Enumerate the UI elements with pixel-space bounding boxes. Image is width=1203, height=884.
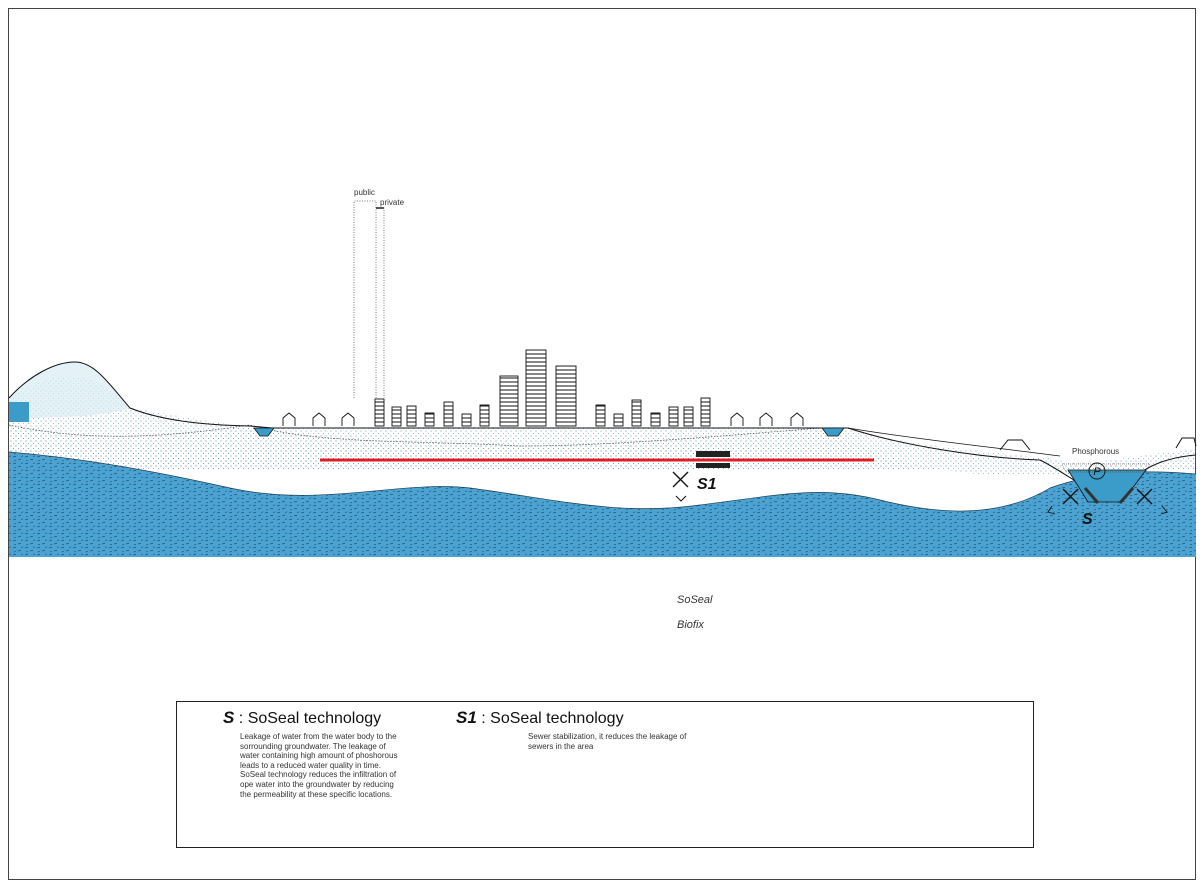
- legend-item-s1-description: Sewer stabilization, it reduces the leak…: [528, 732, 687, 751]
- sewer-pipe-segment: [696, 451, 730, 468]
- legend-box: S : SoSeal technology Leakage of water f…: [176, 701, 1034, 848]
- phosphorous-icon: [1088, 462, 1106, 480]
- houses-left: [282, 412, 355, 426]
- marker-s: S: [1082, 511, 1093, 528]
- left-hill-fill: [9, 362, 130, 420]
- legend-item-s: S : SoSeal technology Leakage of water f…: [223, 708, 423, 799]
- ditch-left: [253, 427, 275, 437]
- lake-sediment: [1061, 463, 1151, 473]
- soil-interface-line: [8, 424, 821, 447]
- technology-label-biofix: Biofix: [677, 619, 704, 631]
- public-private-indicator: [353, 200, 385, 398]
- legend-item-s-title: SoSeal technology: [247, 710, 382, 727]
- blocked-leakage-marker-s-right: [1136, 488, 1168, 515]
- blocked-leakage-marker-s-left: [1047, 488, 1079, 515]
- phosphorous-symbol: P: [1093, 466, 1101, 478]
- legend-key-s1: S1: [456, 708, 477, 727]
- private-label: private: [380, 198, 405, 207]
- legend-item-s1: S1 : SoSeal technology Sewer stabilizati…: [456, 708, 686, 751]
- city-buildings: [374, 349, 711, 427]
- houses-right: [730, 412, 804, 426]
- legend-item-s1-heading: S1 : SoSeal technology: [456, 708, 624, 727]
- blocked-leakage-marker-s1: [672, 471, 689, 502]
- legend-item-s-heading: S : SoSeal technology: [223, 708, 382, 727]
- dike-left: [999, 439, 1031, 451]
- legend-key-s: S: [223, 708, 235, 727]
- left-water-body: [9, 402, 29, 422]
- legend-item-s-description: Leakage of water from the water body to …: [240, 732, 398, 799]
- dike-right: [1175, 437, 1197, 449]
- ditch-right: [821, 427, 845, 437]
- public-label: public: [354, 188, 375, 197]
- phosphorous-label: Phosphorous: [1072, 447, 1120, 456]
- legend-item-s1-title: SoSeal technology: [490, 710, 624, 727]
- technology-label-soseal: SoSeal: [677, 594, 713, 606]
- marker-s1: S1: [697, 476, 717, 493]
